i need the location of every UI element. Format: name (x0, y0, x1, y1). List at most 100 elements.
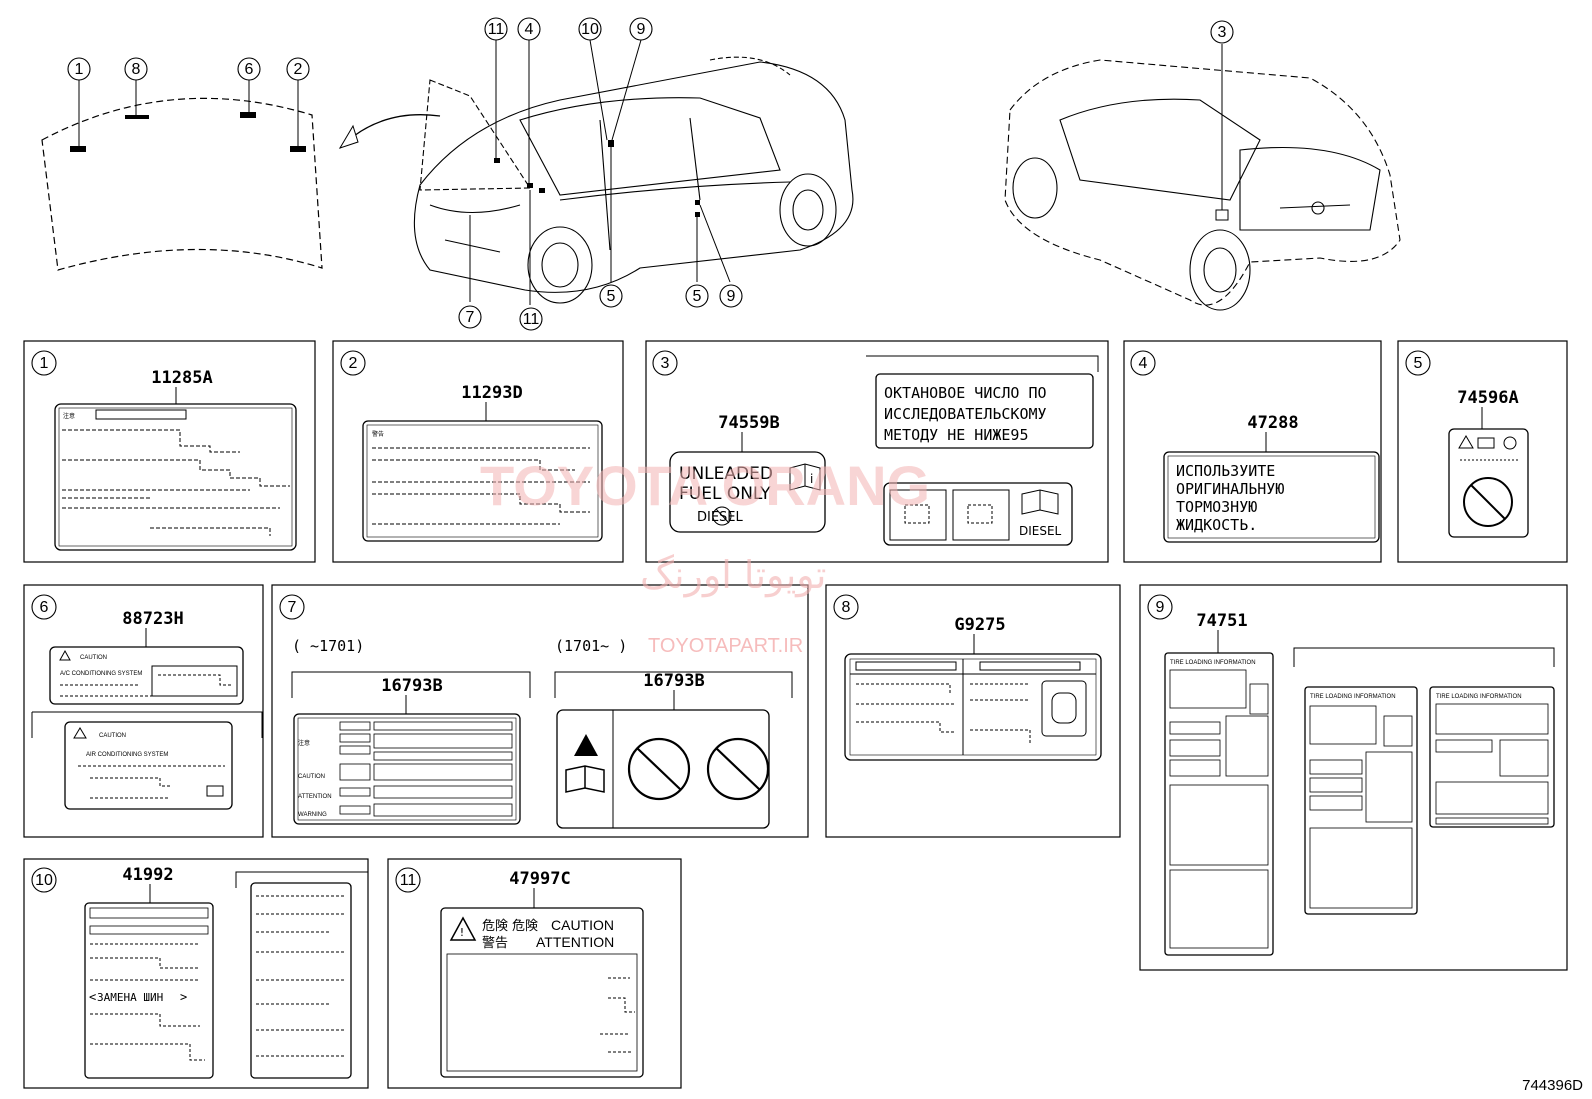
svg-text:DIESEL: DIESEL (697, 510, 744, 525)
svg-text:警告: 警告 (372, 430, 384, 438)
svg-text:AIR CONDITIONING SYSTEM: AIR CONDITIONING SYSTEM (86, 752, 168, 758)
panel-3: 74559B UNLEADED FUEL ONLY DIESEL i ОКТАН… (669, 355, 1099, 546)
watermark: TOYOTA ORANG تویوتا اورنگ TOYOTAPART.IR (480, 454, 930, 657)
svg-text:5: 5 (607, 288, 616, 305)
svg-text:5: 5 (1414, 355, 1423, 372)
car-front-illustration (413, 56, 854, 304)
svg-text:ИСПОЛЬЗУИТЕ: ИСПОЛЬЗУИТЕ (1176, 462, 1275, 480)
panel-6: 88723H CAUTION A/C CONDITIONING SYSTEM C… (31, 609, 263, 810)
svg-text:ATTENTION: ATTENTION (536, 934, 614, 950)
svg-text:ATTENTION: ATTENTION (298, 794, 332, 800)
svg-text:8: 8 (132, 61, 141, 78)
svg-text:74559B: 74559B (718, 413, 779, 433)
svg-text:TIRE LOADING INFORMATION: TIRE LOADING INFORMATION (1170, 660, 1256, 666)
svg-text:FUEL ONLY: FUEL ONLY (679, 484, 771, 504)
svg-text:10: 10 (581, 21, 599, 38)
svg-text:47288: 47288 (1247, 413, 1298, 433)
warning-icon (449, 916, 477, 941)
svg-text:6: 6 (245, 61, 254, 78)
svg-text:47997C: 47997C (509, 869, 570, 889)
svg-text:3: 3 (1218, 24, 1227, 41)
svg-text:>: > (180, 990, 187, 1004)
svg-text:7: 7 (466, 309, 475, 326)
svg-text:11293D: 11293D (461, 383, 522, 403)
top-callout-numbers: 1 8 6 2 11 4 10 9 5 5 9 7 11 3 (75, 21, 1227, 328)
panel-numbers: 1 2 3 4 5 6 7 8 9 10 11 (35, 355, 1422, 889)
svg-text:CAUTION: CAUTION (298, 774, 325, 780)
svg-text:注意: 注意 (63, 412, 75, 420)
svg-text:危険: 危険 (512, 919, 538, 934)
panel-10: 41992 < ЗАМЕНА ШИН > (84, 865, 368, 1079)
svg-text:9: 9 (727, 288, 736, 305)
svg-text:11: 11 (488, 21, 505, 38)
svg-text:WARNING: WARNING (298, 812, 327, 818)
svg-text:88723H: 88723H (122, 609, 183, 629)
svg-text:2: 2 (349, 355, 358, 372)
car-rear-illustration (1004, 59, 1401, 311)
svg-text:TOYOTA ORANG: TOYOTA ORANG (480, 454, 930, 517)
part-number: 11285A (151, 368, 212, 388)
svg-text:危険: 危険 (482, 919, 508, 934)
svg-text:ОКТАНОВОЕ ЧИСЛО ПО: ОКТАНОВОЕ ЧИСЛО ПО (884, 384, 1047, 402)
fuel-door-marker (1215, 209, 1229, 221)
svg-text:16793B: 16793B (381, 676, 442, 696)
svg-text:(1701~ ): (1701~ ) (555, 637, 627, 655)
svg-text:警告: 警告 (482, 935, 508, 951)
svg-text:TIRE LOADING INFORMATION: TIRE LOADING INFORMATION (1310, 694, 1396, 700)
hood-label-markers (70, 80, 306, 152)
svg-text:2: 2 (294, 61, 303, 78)
svg-text:7: 7 (288, 599, 297, 616)
svg-text:74596A: 74596A (1457, 388, 1518, 408)
car-top-icon (1041, 680, 1087, 737)
svg-text:74751: 74751 (1196, 611, 1247, 631)
svg-text:注意: 注意 (298, 739, 310, 747)
svg-text:<: < (89, 990, 96, 1004)
svg-text:11: 11 (400, 872, 417, 889)
svg-text:CAUTION: CAUTION (99, 733, 126, 739)
panel-number-circles (31, 350, 1431, 893)
panel-frames (23, 340, 1568, 1089)
svg-text:G9275: G9275 (954, 615, 1005, 635)
panel-9: 74751 TIRE LOADING INFORMATION TIRE LOAD… (1164, 611, 1555, 956)
svg-text:DIESEL: DIESEL (1019, 524, 1062, 538)
svg-text:TOYOTAPART.IR: TOYOTAPART.IR (648, 635, 803, 657)
svg-text:9: 9 (637, 21, 646, 38)
svg-text:9: 9 (1156, 599, 1165, 616)
hood-illustration (41, 97, 323, 271)
svg-text:МЕТОДУ НЕ НИЖЕ95: МЕТОДУ НЕ НИЖЕ95 (884, 426, 1029, 444)
svg-text:( ~1701): ( ~1701) (292, 637, 364, 655)
svg-text:!: ! (460, 926, 464, 939)
svg-text:ЖИДКОСТЬ.: ЖИДКОСТЬ. (1176, 516, 1257, 534)
svg-text:A/C CONDITIONING SYSTEM: A/C CONDITIONING SYSTEM (60, 671, 142, 677)
svg-text:8: 8 (842, 599, 851, 616)
svg-text:6: 6 (40, 599, 49, 616)
svg-text:1: 1 (75, 61, 84, 78)
arrow-head-icon (338, 124, 359, 149)
svg-text:4: 4 (525, 21, 534, 38)
svg-text:i: i (810, 472, 813, 486)
svg-text:11: 11 (523, 311, 540, 328)
svg-text:CAUTION: CAUTION (80, 655, 107, 661)
svg-text:1: 1 (40, 355, 49, 372)
panel-7: ( ~1701) (1701~ ) 16793B 16793B 注意 CAUTI… (291, 637, 793, 829)
svg-text:تویوتا اورنگ: تویوتا اورنگ (640, 553, 827, 598)
diagram-id: 744396D (1522, 1077, 1583, 1094)
panel-2: 11293D 警告 (362, 383, 603, 542)
svg-text:ОРИГИНАЛЬНУЮ: ОРИГИНАЛЬНУЮ (1176, 480, 1284, 498)
svg-text:41992: 41992 (122, 865, 173, 885)
car-front-markers (469, 39, 731, 305)
manual-icon: i (789, 463, 821, 491)
manual-icon (1021, 489, 1059, 515)
panel-8: G9275 (844, 615, 1102, 761)
svg-text:16793B: 16793B (643, 671, 704, 691)
svg-text:CAUTION: CAUTION (551, 917, 614, 933)
svg-text:UNLEADED: UNLEADED (679, 464, 773, 484)
manual-icon (565, 765, 605, 793)
warning-icon (574, 734, 598, 756)
svg-text:TIRE LOADING INFORMATION: TIRE LOADING INFORMATION (1436, 694, 1522, 700)
svg-text:10: 10 (35, 872, 53, 889)
panel-11: 47997C ! 危険 危険 警告 CAUTION ATTENTION (440, 869, 644, 1078)
panel-4: 47288 ИСПОЛЬЗУИТЕ ОРИГИНАЛЬНУЮ ТОРМОЗНУЮ… (1163, 413, 1380, 543)
svg-text:ИССЛЕДОВАТЕЛЬСКОМУ: ИССЛЕДОВАТЕЛЬСКОМУ (884, 405, 1047, 423)
svg-text:ТОРМОЗНУЮ: ТОРМОЗНУЮ (1176, 498, 1257, 516)
